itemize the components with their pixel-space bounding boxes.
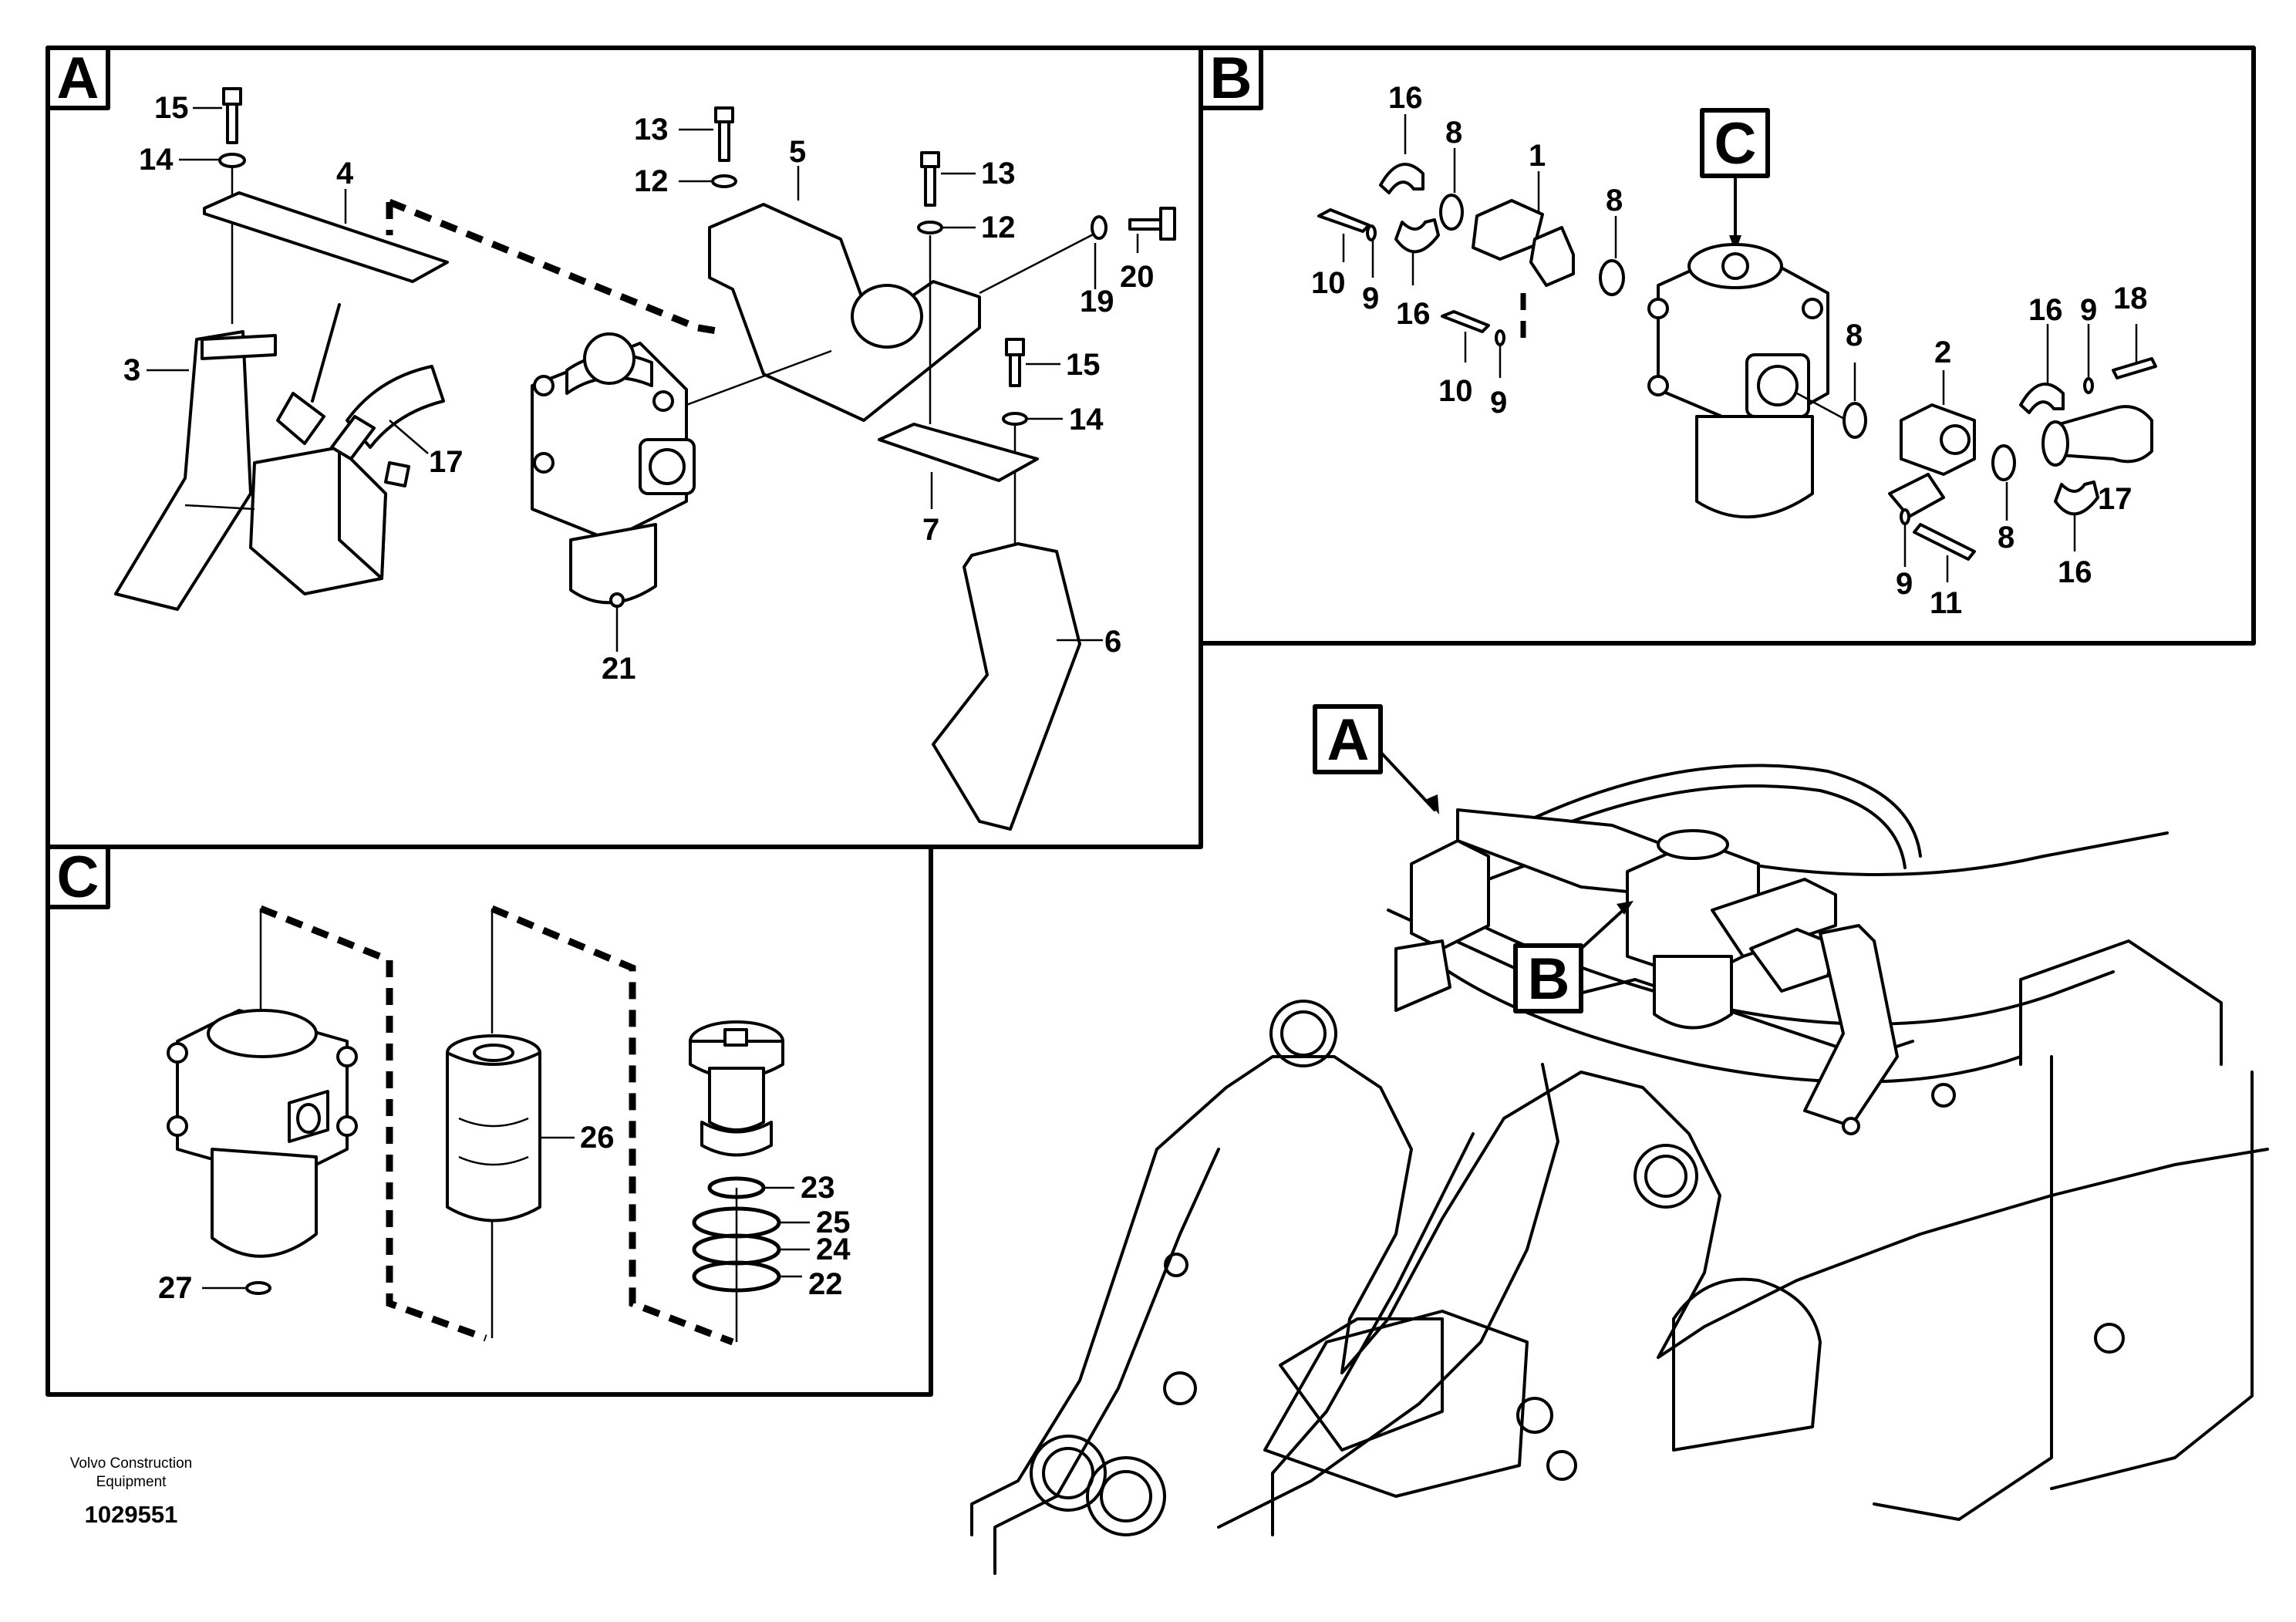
callout-13: 13	[634, 113, 669, 147]
callout-9: 9	[1362, 282, 1379, 315]
callout-8c: 8	[1846, 319, 1863, 352]
callout-16b: 16	[1396, 297, 1431, 331]
callout-9c: 9	[2080, 293, 2097, 327]
panel-a-tag: A	[57, 46, 99, 111]
overview-tag-a: A	[1327, 707, 1370, 773]
callout-17: 17	[429, 445, 464, 479]
panel-c-tag: C	[57, 845, 99, 910]
callout-7: 7	[922, 513, 939, 547]
callout-9b: 9	[1490, 386, 1507, 420]
callout-3: 3	[123, 353, 140, 387]
callout-14b: 14	[1069, 403, 1104, 437]
callout-14: 14	[139, 143, 174, 177]
callout-16c: 16	[2028, 293, 2063, 327]
callout-8d: 8	[1998, 521, 2014, 555]
drawing-number: 1029551	[84, 1501, 178, 1528]
callout-16: 16	[1388, 81, 1423, 115]
callout-10b: 10	[1438, 374, 1473, 408]
callout-4: 4	[336, 157, 354, 191]
callout-20: 20	[1120, 260, 1155, 294]
callout-9d: 9	[1896, 567, 1913, 601]
callout-15b: 15	[1066, 348, 1101, 382]
callout-27: 27	[158, 1271, 193, 1305]
panel-b: B C	[1199, 46, 2256, 646]
machine-overview: A B	[970, 704, 2269, 1575]
callout-26: 26	[580, 1121, 615, 1155]
callout-22: 22	[808, 1267, 843, 1301]
callout-6: 6	[1104, 625, 1121, 659]
callout-25: 25	[816, 1206, 851, 1239]
callout-10: 10	[1311, 266, 1346, 300]
callout-1: 1	[1529, 139, 1546, 173]
callout-19: 19	[1080, 285, 1114, 319]
callout-11: 11	[1930, 586, 1962, 620]
callout-8b: 8	[1606, 184, 1623, 218]
panel-b-subtag-c: C	[1714, 111, 1757, 177]
callout-18: 18	[2113, 282, 2148, 315]
callout-12: 12	[634, 164, 669, 198]
callout-15: 15	[154, 91, 189, 125]
callout-16d: 16	[2058, 555, 2092, 589]
callout-13b: 13	[981, 157, 1016, 191]
callout-2: 2	[1934, 336, 1951, 369]
callout-23: 23	[801, 1171, 835, 1205]
panel-b-tag: B	[1210, 46, 1253, 111]
callout-8: 8	[1445, 116, 1462, 150]
callout-21: 21	[602, 652, 636, 686]
callout-24: 24	[816, 1233, 851, 1266]
callout-17b: 17	[2098, 482, 2132, 516]
company-name: Volvo Construction Equipment	[69, 1455, 193, 1490]
panel-a: A	[46, 46, 1203, 849]
panel-c: C	[46, 845, 933, 1397]
callout-12b: 12	[981, 211, 1016, 244]
callout-5: 5	[789, 135, 806, 169]
overview-tag-b: B	[1528, 946, 1570, 1012]
